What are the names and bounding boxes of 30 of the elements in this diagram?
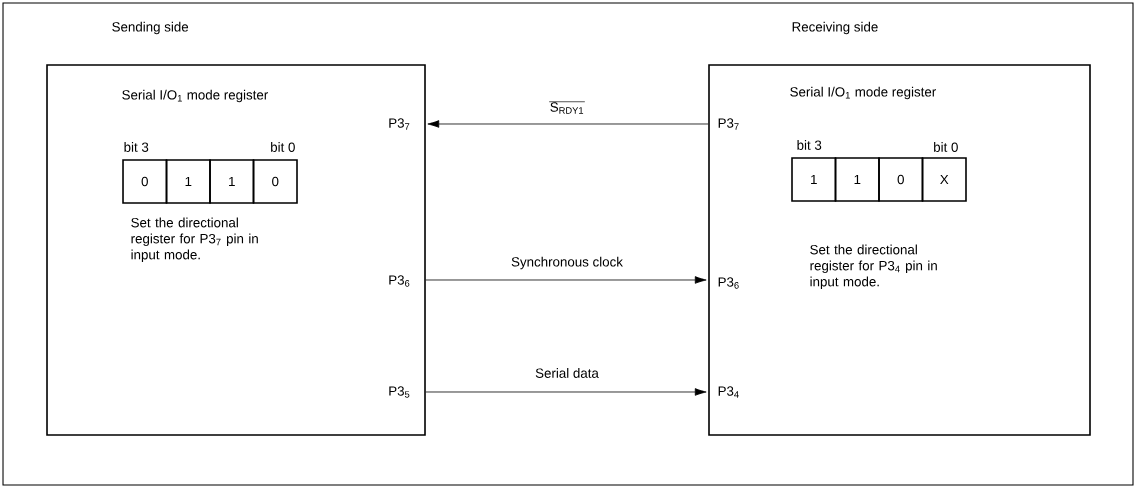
pin-label: P3$_{7}$ xyxy=(389,118,410,130)
register-cell: 0 xyxy=(878,157,924,202)
pin-label: P3$_{5}$ xyxy=(389,386,410,398)
pin-label: P3$_{6}$ xyxy=(718,277,739,289)
register-title: Serial I/O$_{1}$ mode register xyxy=(122,89,268,103)
pin-label: P3$_{7}$ xyxy=(718,118,739,130)
bit-label: bit 3 xyxy=(797,140,822,150)
register-cell: 1 xyxy=(834,157,880,202)
box-heading: Receiving side xyxy=(792,21,878,35)
edge-label: Synchronous clock xyxy=(509,255,625,271)
arrow xyxy=(425,388,707,396)
register-cell: 1 xyxy=(791,157,837,202)
box-heading: Sending side xyxy=(112,21,189,35)
note-text: Set the directional register for P3$_{4}$ pin in input mode. xyxy=(810,244,937,289)
edge-label: S$_{RDY1}$ xyxy=(548,101,586,115)
arrow xyxy=(427,120,709,128)
register-cell: 1 xyxy=(165,159,211,204)
register-cell: 0 xyxy=(252,159,298,204)
register-cell: 1 xyxy=(209,159,255,204)
pin-label: P3$_{4}$ xyxy=(718,386,739,398)
arrow xyxy=(425,276,707,284)
register-title: Serial I/O$_{1}$ mode register xyxy=(790,86,936,100)
edge-label: Serial data xyxy=(533,366,601,380)
bit-label: bit 3 xyxy=(124,142,149,152)
register-cell: X xyxy=(921,157,967,202)
note-text: Set the directional register for P3$_{7}$ pin in input mode. xyxy=(131,217,258,262)
register-cell: 0 xyxy=(122,159,168,204)
pin-label: P3$_{6}$ xyxy=(389,275,410,287)
bit-label: bit 0 xyxy=(271,142,295,152)
bit-label: bit 0 xyxy=(934,142,958,152)
